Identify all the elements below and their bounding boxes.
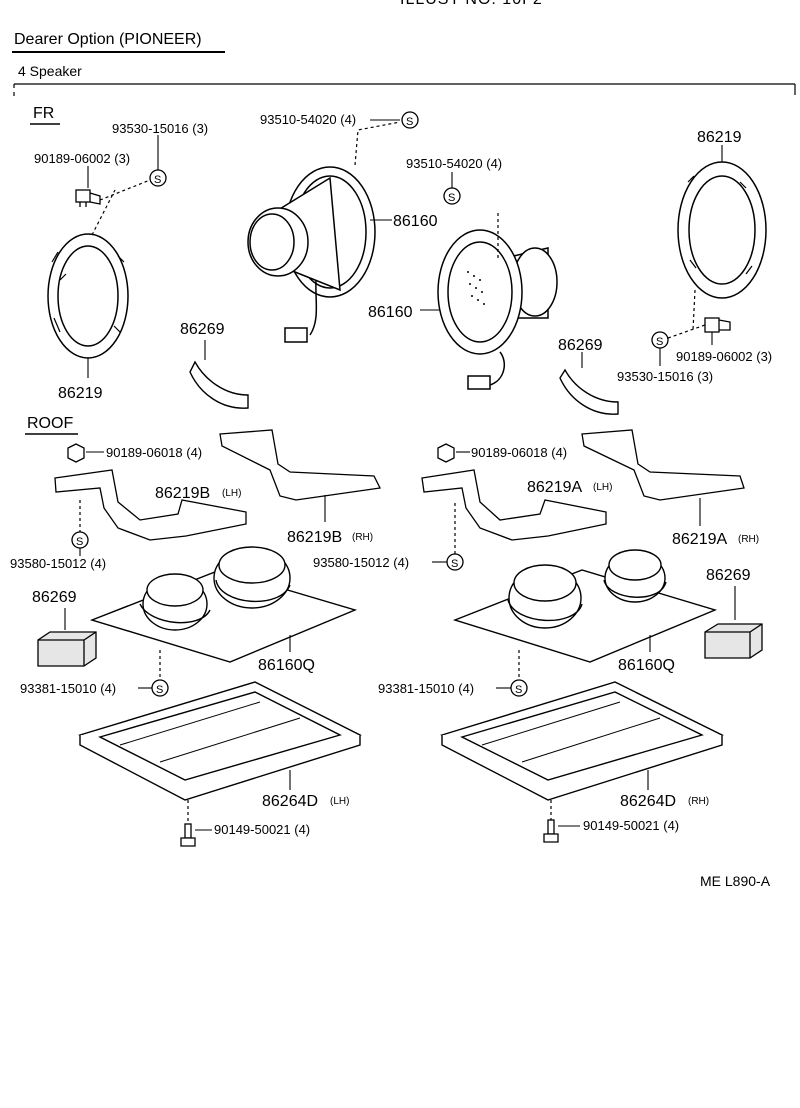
- ring-left-leader: [91, 189, 116, 236]
- label-86219-left: 86219: [58, 385, 103, 402]
- clip-left: [75, 189, 101, 207]
- clip-right: [704, 317, 731, 333]
- screw-roof-left: [180, 823, 196, 847]
- foam-strip-right: [559, 368, 619, 415]
- label-86219b-rh-suffix: (RH): [352, 532, 373, 543]
- label-93381-left: 93381-15010 (4): [20, 681, 116, 696]
- label-86269-left: 86269: [180, 321, 225, 338]
- s-mark-roof-mid-text: S: [451, 558, 458, 570]
- nut-roof-right: [437, 443, 455, 463]
- screw-roof-right: [543, 819, 559, 843]
- footer-reference: ME L890-A: [700, 873, 771, 889]
- clip-left-dash: [99, 179, 151, 201]
- label-86219b-lh-suffix: (LH): [222, 488, 241, 499]
- speaker-86160-a: [247, 166, 376, 343]
- label-86264d-left-suffix: (LH): [330, 796, 349, 807]
- label-86219a-rh-suffix: (RH): [738, 534, 759, 545]
- label-86219a-lh: 86219A: [527, 479, 582, 496]
- s-mark-fr-top: [401, 111, 419, 129]
- label-86269-roof-right: 86269: [706, 567, 751, 584]
- diagram-title: Dearer Option (PIONEER): [14, 31, 202, 48]
- speaker-a-top-dash: [354, 121, 401, 166]
- speaker-ring-left: [47, 233, 129, 359]
- diagram-subtitle: 4 Speaker: [18, 63, 82, 79]
- label-93510-mid: 93510-54020 (4): [406, 156, 502, 171]
- label-90189-right: 90189-06002 (3): [676, 349, 772, 364]
- label-86264d-left: 86264D: [262, 793, 318, 810]
- tray-86264d-left: [78, 681, 362, 801]
- label-93510-top: 93510-54020 (4): [260, 112, 356, 127]
- label-93580-left: 93580-15012 (4): [10, 556, 106, 571]
- foam-block-roof-left: [37, 631, 97, 667]
- label-90149-left: 90149-50021 (4): [214, 822, 310, 837]
- label-90189-roof-left: 90189-06018 (4): [106, 445, 202, 460]
- speaker-ring-right: [677, 161, 767, 299]
- nut-roof-left: [67, 443, 85, 463]
- label-86269-right: 86269: [558, 337, 603, 354]
- label-86219b-lh: 86219B: [155, 485, 210, 502]
- foam-strip-left: [189, 360, 249, 409]
- label-90149-right: 90149-50021 (4): [583, 818, 679, 833]
- s-mark-fr-right-text: S: [656, 336, 663, 348]
- label-86219a-lh-suffix: (LH): [593, 482, 612, 493]
- label-86219a-rh: 86219A: [672, 531, 727, 548]
- speaker-plate-86160q-right: [452, 549, 718, 663]
- label-86219b-rh: 86219B: [287, 529, 342, 546]
- s-mark-fr-mid-text: S: [448, 192, 455, 204]
- ring-right-leader: [692, 289, 696, 331]
- label-86160q-right: 86160Q: [618, 657, 675, 674]
- bracket-86219a: [421, 429, 745, 541]
- label-86160-b: 86160: [368, 304, 413, 321]
- label-93530-left: 93530-15016 (3): [112, 121, 208, 136]
- label-86269-roof-left: 86269: [32, 589, 77, 606]
- s-mark-roof-left-text: S: [76, 536, 83, 548]
- speaker-86160-b: [437, 229, 558, 390]
- s-mark-fr-top-text: S: [406, 116, 413, 128]
- label-93580-mid: 93580-15012 (4): [313, 555, 409, 570]
- label-86160-a: 86160: [393, 213, 438, 230]
- label-86264d-right-suffix: (RH): [688, 796, 709, 807]
- foam-block-roof-right: [704, 623, 763, 659]
- label-86160q-left: 86160Q: [258, 657, 315, 674]
- label-86219-right: 86219: [697, 129, 742, 146]
- label-86264d-right: 86264D: [620, 793, 676, 810]
- section-label-roof: ROOF: [27, 415, 73, 432]
- s-mark-roof-left-lower-text: S: [156, 684, 163, 696]
- label-93381-right: 93381-15010 (4): [378, 681, 474, 696]
- bracket-86219b: [54, 429, 381, 541]
- section-label-fr: FR: [33, 105, 54, 122]
- s-mark-fr-left-text: S: [154, 174, 161, 186]
- label-90189-left: 90189-06002 (3): [34, 151, 130, 166]
- speaker-b-grille: [467, 271, 485, 305]
- label-90189-roof-right: 90189-06018 (4): [471, 445, 567, 460]
- label-93530-right: 93530-15016 (3): [617, 369, 713, 384]
- s-mark-roof-right-lower-text: S: [515, 684, 522, 696]
- illustration-number: ILLUST NO. 10F2: [400, 0, 543, 9]
- speaker-plate-86160q-left: [89, 546, 358, 663]
- tray-86264d-right: [440, 681, 724, 801]
- clip-right-dash: [667, 324, 706, 339]
